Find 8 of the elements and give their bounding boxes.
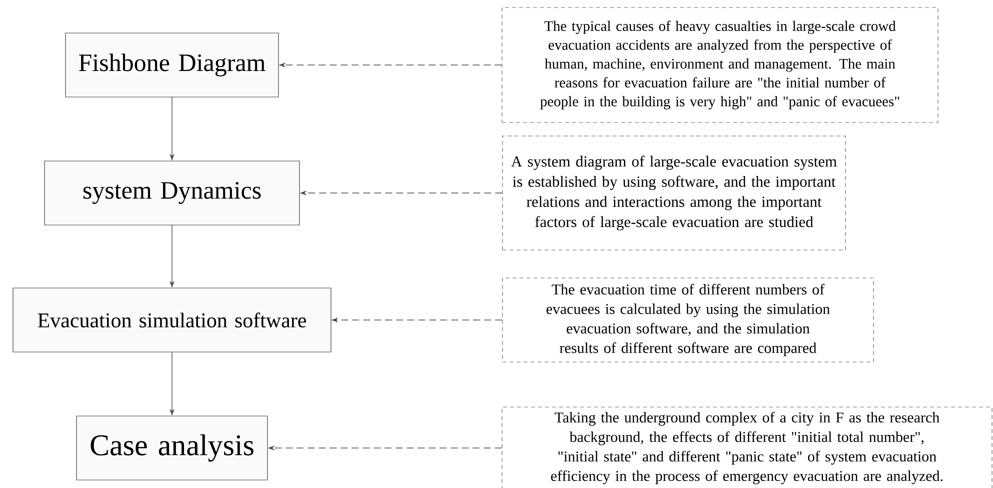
process-box: Case analysis	[76, 416, 268, 480]
note-box: A system diagram of large-scale evacuation system is established by using software, and the important relations and interactions among the important factors of large-scale evacuation are studied	[502, 136, 846, 250]
process-box: Evacuation simulation software	[12, 288, 332, 352]
process-box: Fishbone Diagram	[65, 32, 279, 98]
note-box: The evacuation time of different numbers of evacuees is calculated by using the simulation evacuation software, and the simulation results of different software are compared	[502, 278, 874, 362]
note-box: The typical causes of heavy casualties in large-scale crowd evacuation accidents are analyzed from the perspective of human, machine, environment and management. The main reasons for evacuation failure are "the initial number of people in the building is very high" and "panic of evacuees"	[502, 7, 938, 123]
process-box: system Dynamics	[44, 160, 300, 226]
note-box: Taking the underground complex of a city in F as the research background, the effects of different "initial total number", "initial state" and different "panic state" of system evacuation efficiency in the process of emergency evacuation are analyzed.	[502, 406, 992, 488]
